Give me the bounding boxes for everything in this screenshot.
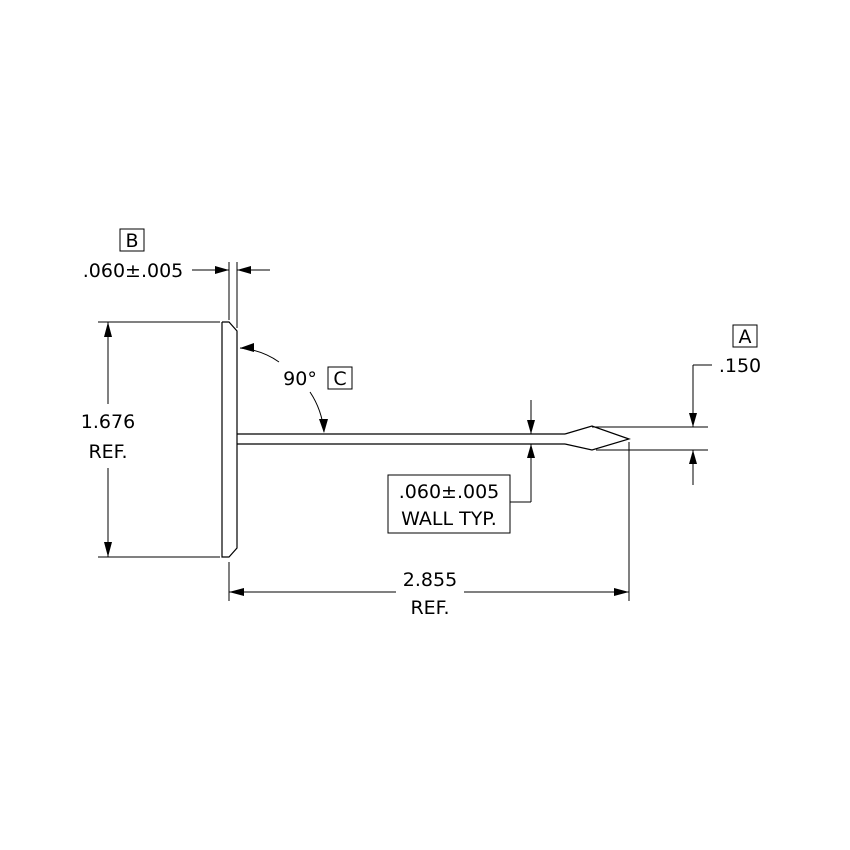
flange-outline [221, 321, 238, 558]
web-tip [564, 425, 631, 451]
tip-arrow-upper [689, 413, 697, 427]
wall-value-text: .060±.005 [399, 481, 500, 503]
datum-c-label: C [333, 368, 346, 390]
datum-b-group: B [119, 228, 145, 252]
angle-arrow-lower [319, 419, 328, 433]
length-ref-text: REF. [410, 597, 449, 619]
tip-offset-dimension: .150 [592, 355, 761, 485]
height-value-text: 1.676 [81, 411, 135, 433]
length-dimension: 2.855 REF. [228, 442, 630, 619]
flange-thickness-dimension: .060±.005 [83, 260, 270, 328]
length-arrow-left [229, 588, 244, 596]
tip-arrow-lower [689, 450, 697, 464]
angle-dimension: 90° C [239, 343, 353, 433]
height-ref-text: REF. [88, 441, 127, 463]
flange-arrow-right [237, 266, 251, 274]
length-value-text: 2.855 [403, 569, 457, 591]
wall-arrow-top [527, 420, 535, 434]
wall-note-text: WALL TYP. [401, 508, 497, 530]
length-arrow-right [614, 588, 629, 596]
height-arrow-bottom [104, 542, 112, 557]
angle-text: 90° [283, 368, 317, 390]
wall-thickness-dimension: .060±.005 WALL TYP. [387, 400, 535, 534]
wall-note-box [387, 474, 511, 534]
datum-b-label: B [125, 230, 138, 252]
part-outline [221, 321, 631, 558]
angle-arrow-upper [240, 343, 254, 352]
angle-arc-upper [239, 347, 280, 363]
wall-arrow-bottom [527, 444, 535, 458]
height-dimension: 1.676 REF. [81, 321, 220, 558]
flange-thickness-text: .060±.005 [83, 260, 184, 282]
flange-arrow-left [215, 266, 229, 274]
datum-c-box [327, 366, 353, 390]
datum-a-label: A [739, 326, 752, 348]
tip-offset-text: .150 [719, 355, 761, 377]
datum-a-group: A [732, 324, 758, 348]
height-arrow-top [104, 322, 112, 337]
datum-a-box [732, 324, 758, 348]
datum-b-box [119, 228, 145, 252]
